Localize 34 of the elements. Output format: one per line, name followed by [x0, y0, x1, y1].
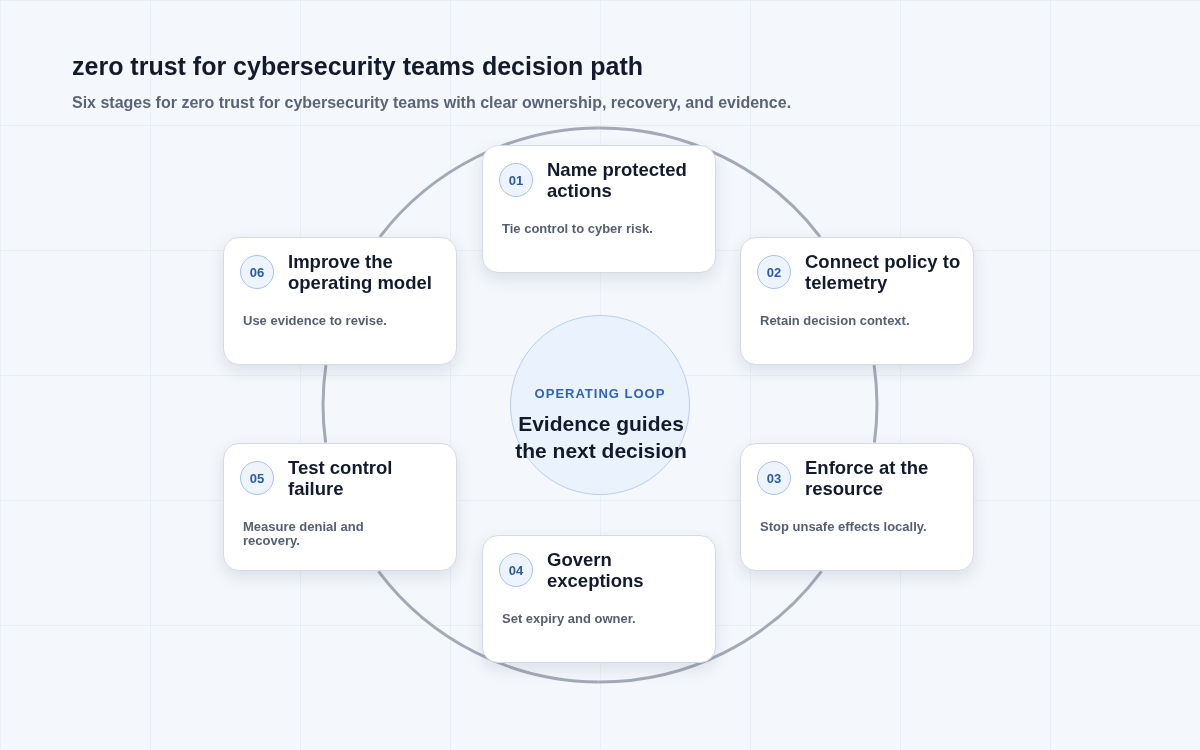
step-description: Stop unsafe effects locally. [760, 520, 928, 534]
step-number-badge: 05 [240, 461, 274, 495]
step-title: Test control failure [288, 457, 394, 499]
stage-card [482, 535, 716, 663]
diagram-subtitle: Six stages for zero trust for cybersecurity teams with clear ownership, recovery, and evidence. [72, 94, 792, 112]
stage-card [223, 237, 457, 365]
step-number-badge: 04 [499, 553, 533, 587]
step-number-badge: 01 [499, 163, 533, 197]
ring-connector [321, 364, 328, 443]
step-description: Tie control to cyber risk. [502, 222, 654, 236]
step-description: Measure denial and recovery. [243, 520, 365, 548]
step-title: Connect policy to telemetry [805, 251, 962, 293]
stage-card [740, 237, 974, 365]
ring-connector [377, 570, 599, 684]
ring-connector [598, 126, 822, 238]
stage-card [482, 145, 716, 273]
step-number-badge: 06 [240, 255, 274, 289]
step-title: Govern exceptions [547, 549, 645, 591]
step-title: Improve the operating model [288, 251, 433, 293]
ring-connector [378, 126, 599, 238]
step-description: Set expiry and owner. [502, 612, 637, 626]
step-title: Enforce at the resource [805, 457, 930, 499]
diagram-title: zero trust for cybersecurity teams decision path [72, 52, 643, 81]
center-heading: Evidence guides the next decision [514, 411, 688, 464]
ring-connector [598, 570, 823, 684]
ring-connector [872, 364, 879, 443]
stage-card [223, 443, 457, 571]
step-description: Use evidence to revise. [243, 314, 388, 328]
step-number-badge: 03 [757, 461, 791, 495]
step-description: Retain decision context. [760, 314, 911, 328]
step-number-badge: 02 [757, 255, 791, 289]
stage-card [740, 443, 974, 571]
center-kicker: OPERATING LOOP [533, 386, 667, 401]
step-title: Name protected actions [547, 159, 688, 201]
